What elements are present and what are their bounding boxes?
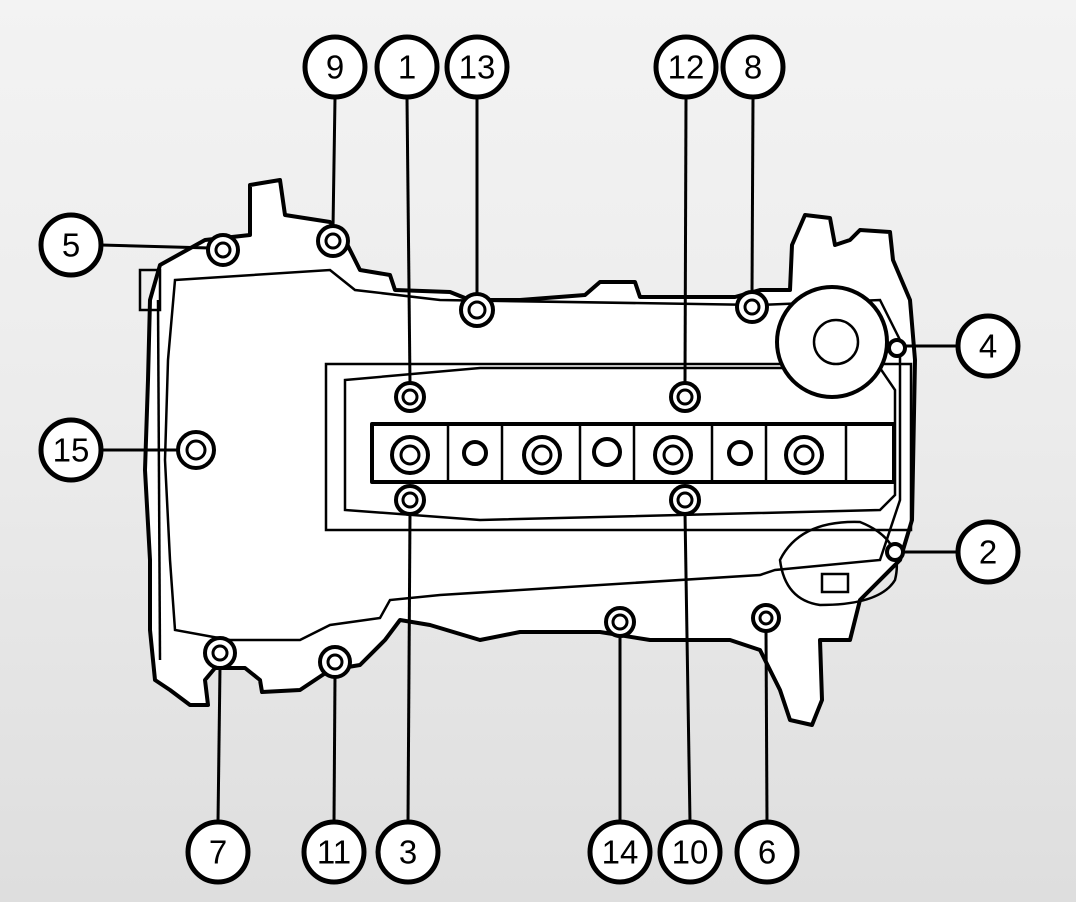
bolt-head-12: [669, 381, 701, 413]
svg-text:11: 11: [317, 834, 351, 871]
bolt-head-14: [604, 606, 636, 638]
bolt-callout-4: 4: [955, 313, 1021, 379]
bolt-head-3: [394, 484, 426, 516]
bolt-head-9: [316, 224, 350, 258]
svg-text:4: 4: [979, 328, 997, 365]
svg-text:7: 7: [209, 834, 227, 871]
bolt-callout-9: 9: [302, 34, 368, 100]
bolt-head-5: [206, 233, 240, 267]
bolt-callout-2: 2: [955, 519, 1021, 585]
leader-lines: [100, 97, 958, 823]
bolt-callout-10: 10: [657, 819, 723, 885]
bolt-callout-7: 7: [185, 819, 251, 885]
bolt-head-15: [176, 430, 216, 470]
svg-text:12: 12: [668, 49, 705, 86]
bolt-callout-15: 15: [38, 417, 104, 483]
bolt-head-10: [669, 484, 701, 516]
bolt-head-13: [459, 292, 495, 328]
svg-text:15: 15: [53, 432, 90, 469]
bolt-callout-12: 12: [653, 34, 719, 100]
svg-text:14: 14: [602, 834, 639, 871]
svg-text:9: 9: [326, 49, 344, 86]
bolt-callout-11: 11: [301, 819, 367, 885]
bolt-callout-3: 3: [375, 819, 441, 885]
bolt-callout-1: 1: [374, 34, 440, 100]
bolt-callout-5: 5: [38, 212, 104, 278]
svg-text:10: 10: [672, 834, 709, 871]
bolt-head-4: [887, 338, 907, 358]
bolt-callout-6: 6: [734, 819, 800, 885]
bolt-callout-14: 14: [587, 819, 653, 885]
svg-text:5: 5: [62, 227, 80, 264]
bolt-head-2: [885, 542, 905, 562]
bolt-callout-8: 8: [720, 34, 786, 100]
svg-text:8: 8: [744, 49, 762, 86]
svg-text:13: 13: [459, 49, 496, 86]
bolt-head-8: [735, 290, 769, 324]
svg-text:3: 3: [399, 834, 417, 871]
bolt-head-7: [203, 636, 237, 670]
svg-text:6: 6: [758, 834, 776, 871]
bolt-head-11: [318, 645, 352, 679]
bolt-callout-13: 13: [444, 34, 510, 100]
bolt-head-1: [394, 381, 426, 413]
svg-text:2: 2: [979, 534, 997, 571]
bolt-head-6: [751, 603, 781, 633]
valve-cover-outline: [138, 178, 917, 727]
svg-text:1: 1: [398, 49, 416, 86]
